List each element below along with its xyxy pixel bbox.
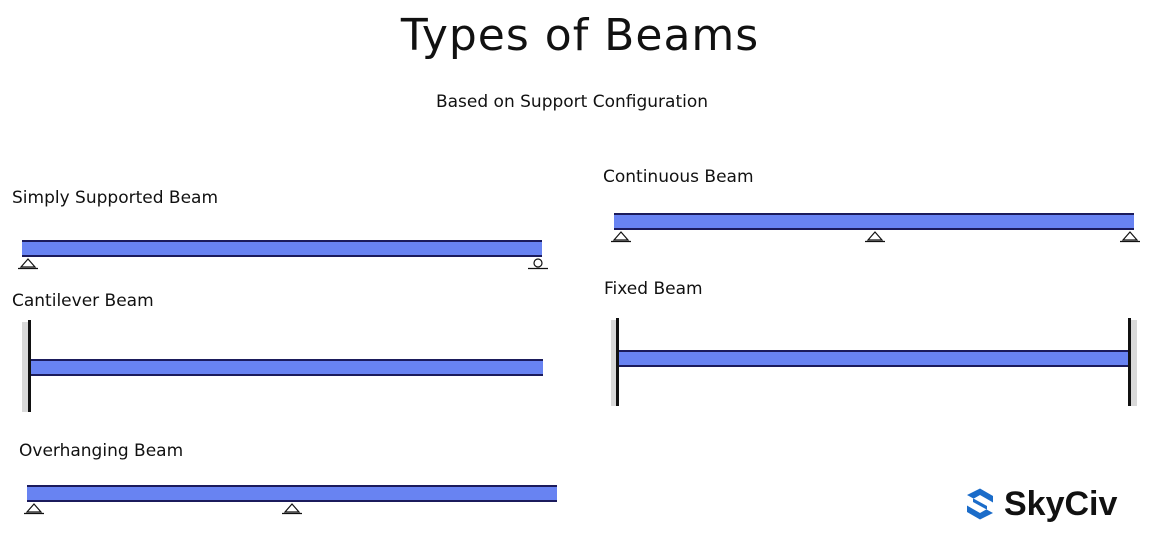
cantilever-beam — [31, 359, 543, 376]
fixed-beam — [619, 350, 1128, 367]
pin-support-icon — [865, 231, 885, 243]
overhanging-beam-label: Overhanging Beam — [19, 441, 184, 461]
fixed-beam-label: Fixed Beam — [604, 279, 703, 299]
roller-support-icon — [528, 258, 548, 270]
overhanging-beam — [27, 485, 557, 502]
simply-supported-beam-label: Simply Supported Beam — [12, 188, 219, 208]
simply-supported-beam — [22, 240, 542, 257]
pin-support-icon — [282, 503, 302, 515]
diagram-subtitle: Based on Support Configuration — [435, 92, 709, 112]
fixed-right-wall — [1128, 318, 1131, 406]
cantilever-beam-label: Cantilever Beam — [12, 291, 154, 311]
skyciv-logo: SkyCiv — [962, 484, 1117, 524]
fixed-left-wall — [616, 318, 619, 406]
pin-support-icon — [18, 258, 38, 270]
pin-support-icon — [1120, 231, 1140, 243]
pin-support-icon — [24, 503, 44, 515]
continuous-beam — [614, 213, 1134, 230]
cantilever-wall-hatch — [22, 322, 29, 412]
fixed-right-wall-hatch — [1131, 320, 1137, 406]
fixed-left-wall-hatch — [611, 320, 617, 406]
diagram-title: Types of Beams — [400, 10, 760, 61]
skyciv-logo-icon — [967, 488, 993, 520]
continuous-beam-label: Continuous Beam — [603, 167, 754, 187]
cantilever-fixed-wall — [28, 320, 31, 412]
skyciv-logo-text: SkyCiv — [1004, 484, 1118, 523]
pin-support-icon — [611, 231, 631, 243]
